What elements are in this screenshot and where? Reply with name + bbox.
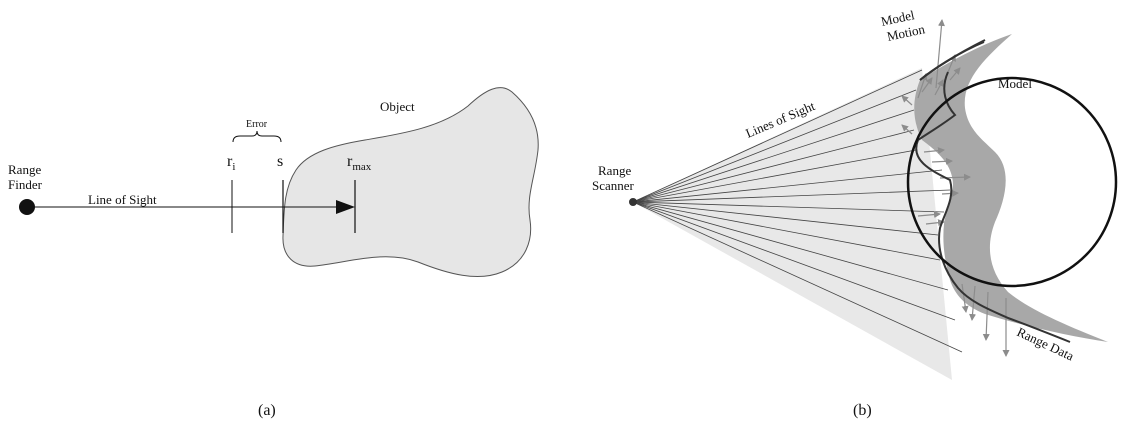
- sight-line: [632, 109, 915, 203]
- sight-line: [632, 201, 945, 213]
- object-label: Object: [380, 99, 415, 114]
- sight-line: [632, 201, 941, 261]
- motion-arrow: [934, 79, 944, 96]
- range-surface-shape: [914, 34, 1108, 342]
- range-finder-label-line1: Range: [8, 162, 41, 177]
- model-motion-label-line1: Model: [880, 7, 917, 29]
- motion-arrow: [917, 73, 928, 99]
- r-i-base: r: [227, 153, 233, 170]
- motion-arrow: [941, 189, 959, 197]
- range-scanner-label-line1: Range: [598, 163, 631, 178]
- caption-b: (b): [853, 402, 872, 419]
- panel-a: Range Finder Line of Sight Error ri s rm…: [8, 87, 539, 419]
- r-i-label: ri: [227, 153, 235, 173]
- r-max-label: rmax: [347, 153, 372, 173]
- sight-lines: [632, 69, 963, 353]
- r-max-base: r: [347, 153, 353, 170]
- sight-line: [632, 201, 939, 236]
- range-data-upper-curve: [919, 39, 986, 81]
- motion-arrow: [923, 147, 945, 155]
- motion-arrow: [949, 67, 961, 81]
- sight-line: [632, 169, 943, 203]
- r-max-subscript: max: [352, 161, 371, 173]
- range-scanner-dot: [629, 198, 637, 206]
- model-motion-arrows: [901, 19, 1010, 357]
- motion-arrow: [917, 211, 941, 219]
- model-circle: [906, 76, 1118, 288]
- motion-arrow: [901, 124, 913, 135]
- caption-a: (a): [258, 402, 276, 419]
- sight-line: [632, 201, 949, 291]
- motion-arrow: [935, 19, 945, 89]
- panel-b: Range Scanner Lines of Sight Model Motio…: [592, 7, 1118, 419]
- motion-arrow: [921, 77, 933, 93]
- r-i-subscript: i: [232, 161, 235, 173]
- line-of-sight-label: Line of Sight: [88, 192, 157, 207]
- error-brace: [232, 130, 282, 143]
- motion-arrow: [901, 95, 913, 106]
- model-label: Model: [998, 76, 1032, 91]
- motion-arrow: [931, 157, 953, 165]
- motion-arrow: [961, 283, 969, 313]
- s-label: s: [277, 153, 283, 170]
- sight-cone: [633, 68, 952, 380]
- motion-arrow: [969, 285, 977, 321]
- sight-line: [632, 201, 963, 353]
- sight-line: [632, 149, 917, 203]
- error-label: Error: [246, 119, 268, 130]
- sight-line: [632, 189, 951, 203]
- sight-line: [632, 89, 917, 203]
- range-finder-label-line2: Finder: [8, 177, 43, 192]
- line-of-sight-arrowhead: [336, 200, 355, 214]
- motion-arrow: [982, 291, 990, 341]
- range-scanner-label-line2: Scanner: [592, 178, 635, 193]
- sight-line: [632, 129, 915, 203]
- object-shape: [282, 87, 539, 278]
- sight-line: [632, 201, 956, 321]
- sight-line: [632, 69, 923, 203]
